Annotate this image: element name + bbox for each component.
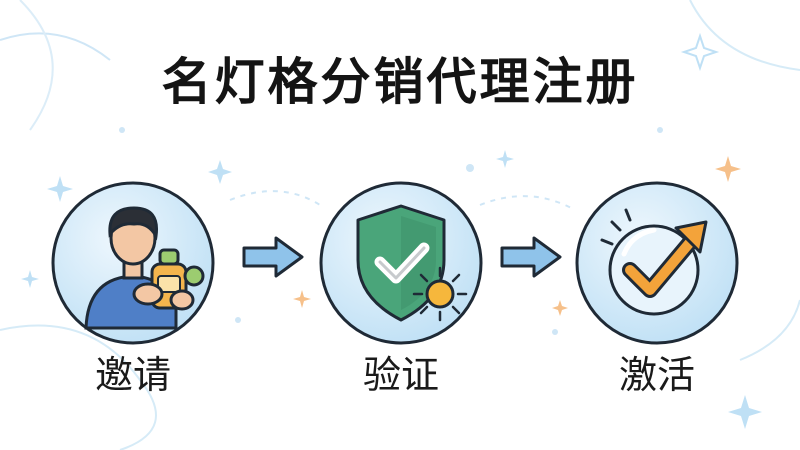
- sparkle-icon: [21, 32, 762, 429]
- right-arrow-icon: [242, 236, 304, 278]
- step-label-invite: 邀请: [94, 353, 171, 397]
- page-title: 名灯格分销代理注册: [161, 53, 639, 111]
- step-verify: [316, 178, 486, 348]
- right-arrow-icon: [500, 236, 562, 278]
- step-label-activate: 激活: [618, 353, 695, 397]
- step-activate: [572, 178, 742, 348]
- checkmark-arrow-icon: [575, 181, 739, 345]
- person-with-bottle-icon: [51, 181, 215, 345]
- shield-check-icon: [319, 181, 483, 345]
- step-invite: [48, 178, 218, 348]
- step-label-verify: 验证: [362, 353, 439, 397]
